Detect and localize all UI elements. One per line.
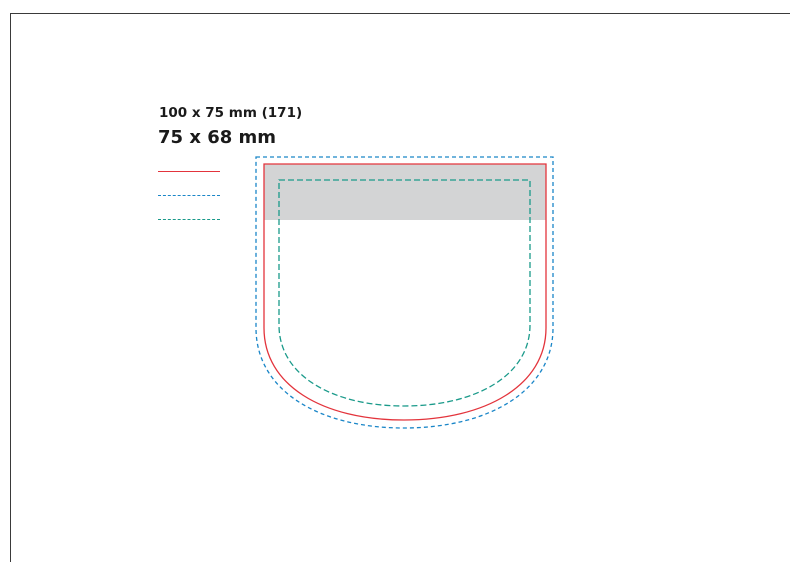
product-size-label: 100 x 75 mm (171) — [159, 105, 303, 121]
safe-outline — [278, 179, 531, 407]
bleed-outline — [255, 156, 554, 429]
frame-top-border — [10, 13, 790, 14]
print-size-title: 75 x 68 mm — [158, 127, 277, 148]
frame-left-border — [10, 13, 11, 562]
legend-bleed-line — [158, 195, 220, 196]
legend-cut-line — [158, 171, 220, 172]
cut-outline — [263, 163, 547, 421]
shaded-area — [264, 164, 546, 220]
legend-safe-line — [158, 219, 220, 220]
